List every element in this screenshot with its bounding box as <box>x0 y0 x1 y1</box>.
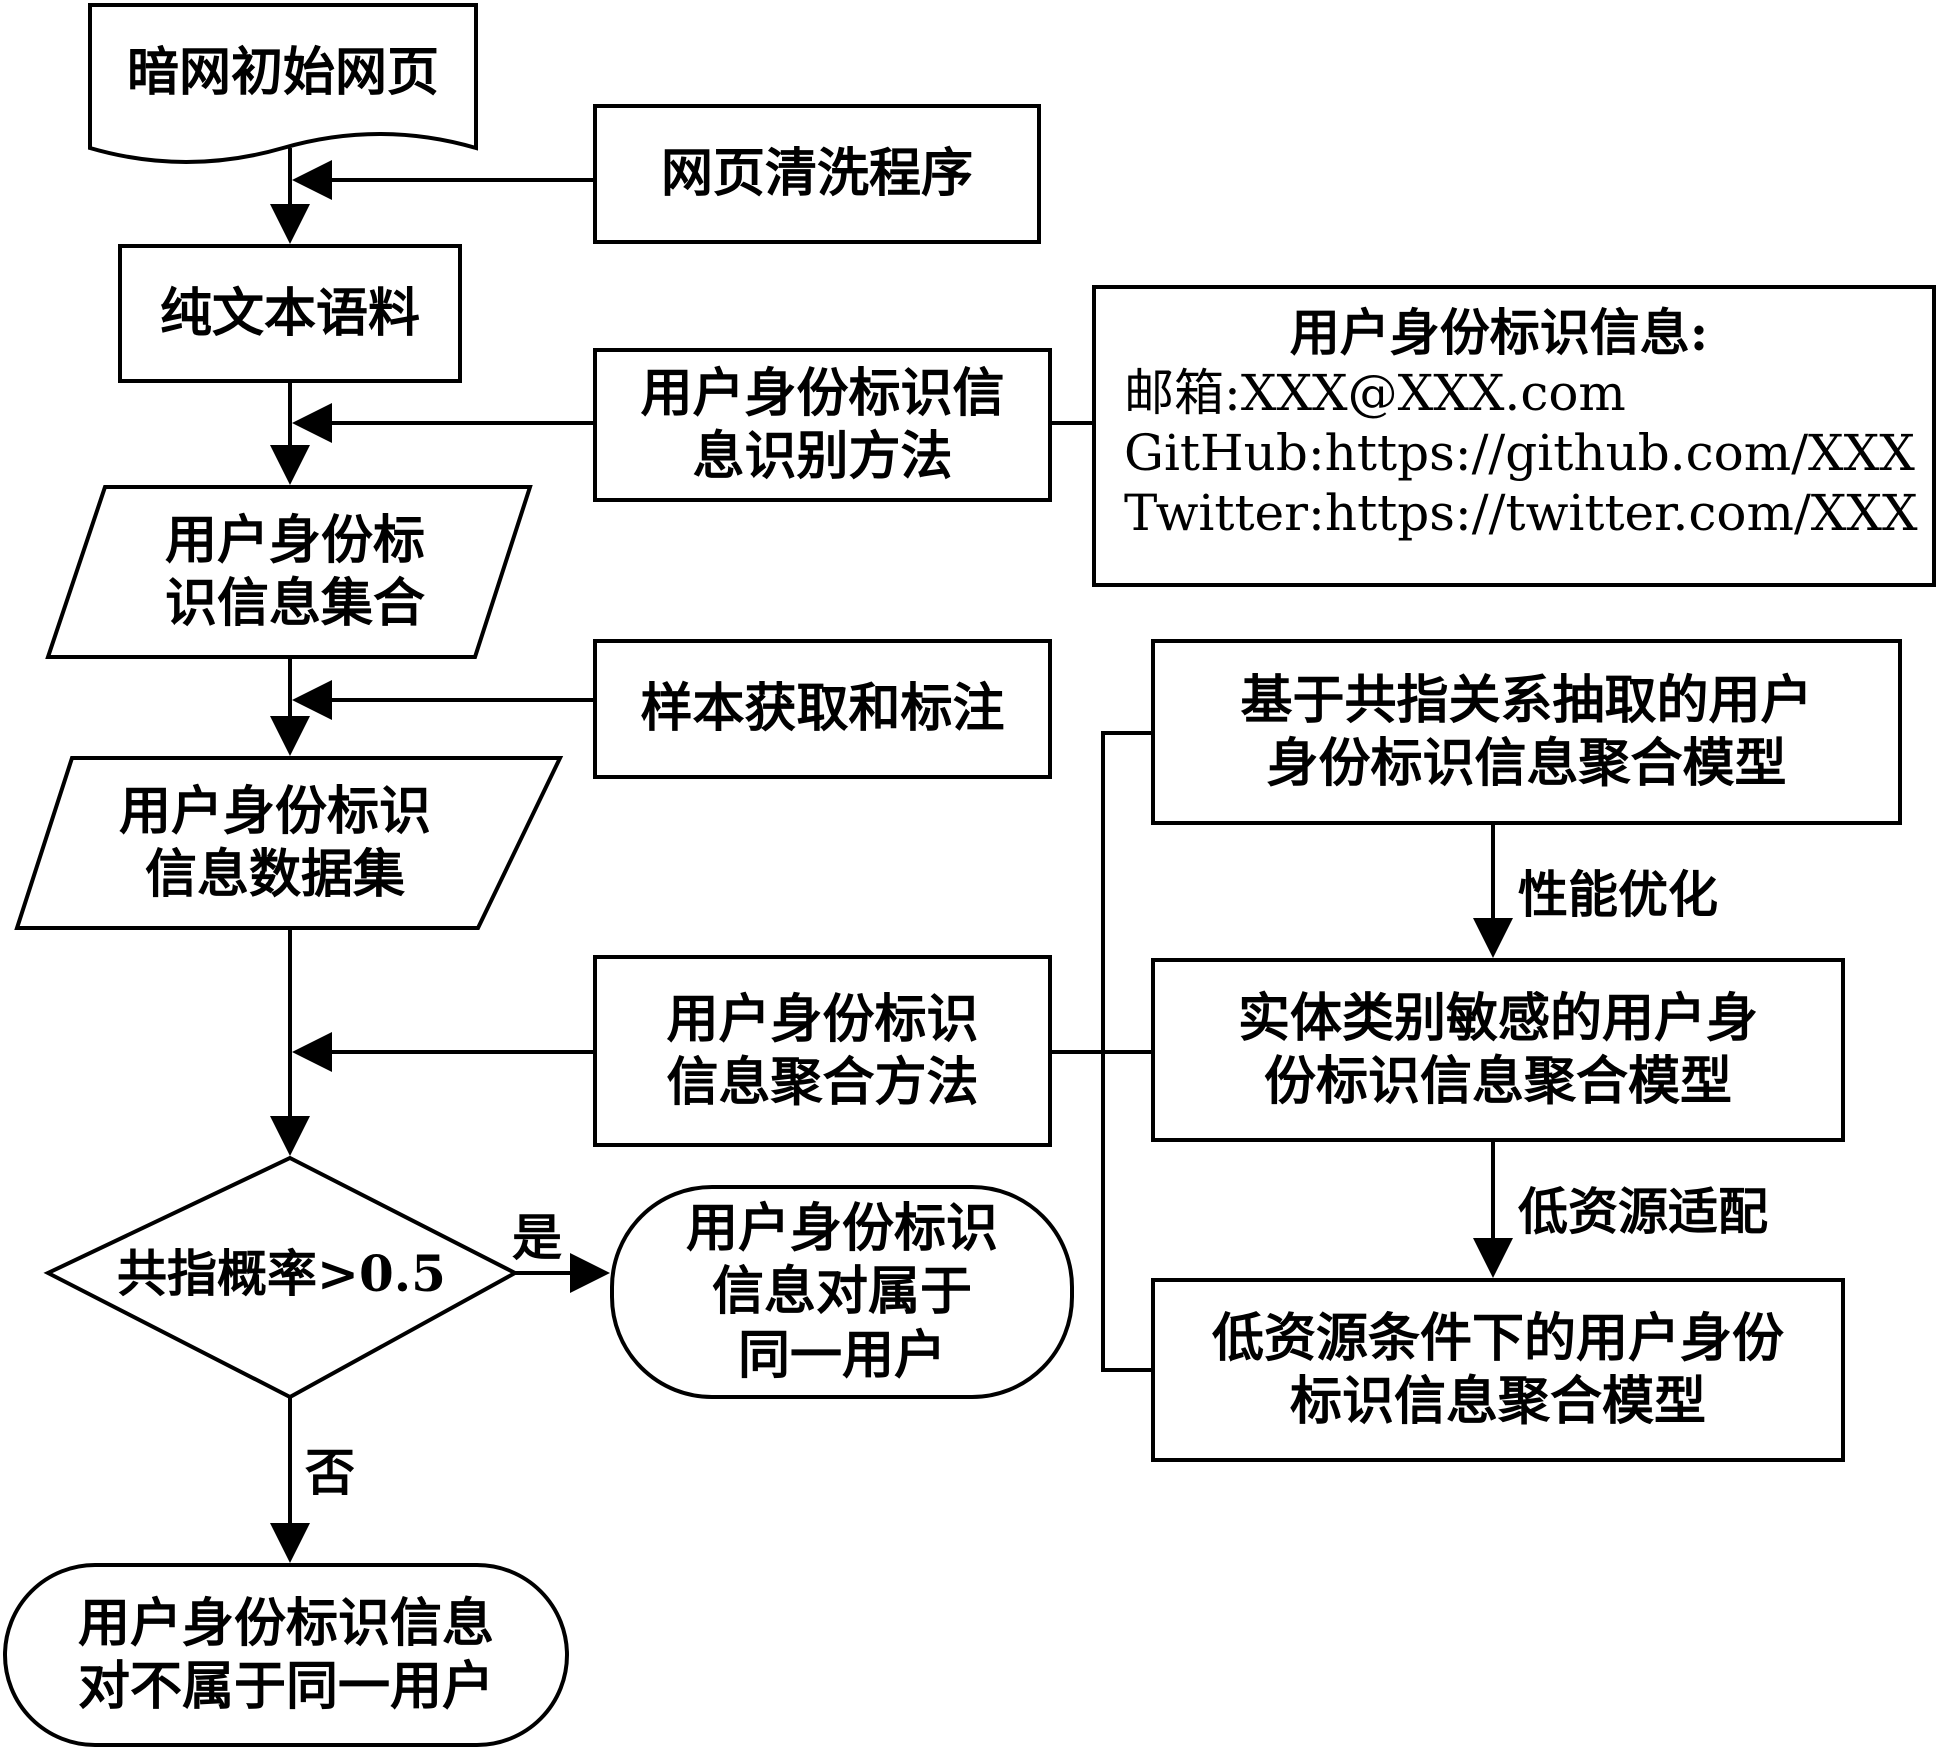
model2-line2: 份标识信息聚合模型 <box>1263 1051 1732 1112</box>
model3-node: 低资源条件下的用户身份 标识信息聚合模型 <box>1153 1280 1843 1460</box>
same-user-line2: 信息对属于 <box>711 1261 972 1323</box>
model3-line1: 低资源条件下的用户身份 <box>1211 1307 1784 1369</box>
info-github: GitHub:https://github.com/XXX <box>1124 424 1915 482</box>
start-page-node: 暗网初始网页 <box>90 5 476 140</box>
info-box <box>1092 285 1936 587</box>
same-user-shape <box>610 1185 1074 1399</box>
model1-line2: 身份标识信息聚合模型 <box>1266 733 1787 794</box>
clean-program-box <box>593 104 1041 244</box>
model2-node: 实体类别敏感的用户身 份标识信息聚合模型 <box>1153 960 1843 1140</box>
info-title: 用户身份标识信息: <box>1289 303 1709 362</box>
same-user-line1: 用户身份标识 <box>685 1197 998 1259</box>
id-set-node: 用户身份标 识信息集合 <box>105 487 485 657</box>
model2-line1: 实体类别敏感的用户身 <box>1237 987 1758 1049</box>
model1-node: 基于共指关系抽取的用户 身份标识信息聚合模型 <box>1153 641 1900 823</box>
low-res-label: 低资源适配 <box>1518 1182 1768 1241</box>
agg-method-line1: 用户身份标识 <box>666 988 979 1050</box>
decision-label: 共指概率>0.5 <box>117 1243 446 1303</box>
dataset-node: 用户身份标识 信息数据集 <box>60 758 490 928</box>
no-label: 否 <box>305 1443 355 1502</box>
sample-label: 样本获取和标注 <box>640 678 1005 740</box>
id-method-line2: 息识别方法 <box>692 426 953 487</box>
start-page-shape <box>88 3 478 164</box>
start-page-label: 暗网初始网页 <box>126 41 439 103</box>
info-email: 邮箱:XXX@XXX.com <box>1124 364 1626 422</box>
agg-method-line2: 信息聚合方法 <box>666 1052 979 1113</box>
id-set-shape <box>45 485 533 659</box>
dataset-line1: 用户身份标识 <box>118 780 431 842</box>
plain-corpus-node: 纯文本语料 <box>120 246 460 381</box>
dataset-line2: 信息数据集 <box>144 844 405 905</box>
diff-user-line1: 用户身份标识信息 <box>77 1592 494 1654</box>
info-panel: 用户身份标识信息: 邮箱:XXX@XXX.com GitHub:https://… <box>1094 287 1934 585</box>
perf-opt-label: 性能优化 <box>1518 865 1718 924</box>
id-set-line2: 识信息集合 <box>164 573 425 634</box>
sample-box <box>593 639 1052 779</box>
same-user-line3: 同一用户 <box>737 1324 946 1386</box>
same-user-node: 用户身份标识 信息对属于 同一用户 <box>612 1187 1072 1397</box>
agg-method-node: 用户身份标识 信息聚合方法 <box>595 957 1050 1145</box>
sample-node: 样本获取和标注 <box>595 641 1050 777</box>
model3-line2: 标识信息聚合模型 <box>1289 1371 1706 1432</box>
id-set-line1: 用户身份标 <box>164 509 425 571</box>
clean-program-node: 网页清洗程序 <box>595 106 1039 242</box>
model1-line1: 基于共指关系抽取的用户 <box>1240 669 1813 731</box>
dataset-shape <box>14 756 564 930</box>
clean-program-label: 网页清洗程序 <box>660 143 973 205</box>
plain-corpus-label: 纯文本语料 <box>159 282 420 344</box>
info-twitter: Twitter:https://twitter.com/XXX <box>1124 484 1918 542</box>
diff-user-shape <box>3 1563 569 1747</box>
yes-label: 是 <box>512 1208 562 1267</box>
diff-user-line2: 对不属于同一用户 <box>77 1656 494 1717</box>
diff-user-node: 用户身份标识信息 对不属于同一用户 <box>5 1565 567 1745</box>
decision-node: 共指概率>0.5 <box>48 1223 515 1323</box>
id-method-node: 用户身份标识信 息识别方法 <box>595 350 1050 500</box>
id-method-line1: 用户身份标识信 <box>640 362 1005 424</box>
